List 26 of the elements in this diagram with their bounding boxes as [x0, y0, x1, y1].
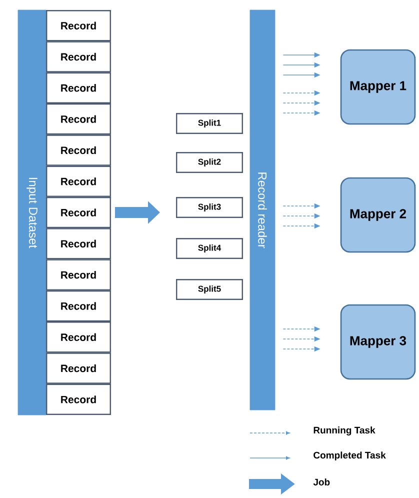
record-box: Record: [46, 196, 111, 228]
mapper-box: Mapper 3: [340, 304, 416, 380]
split-box: Split3: [176, 197, 243, 218]
vertical-bar: Record reader: [250, 10, 276, 410]
split-box: Split1: [176, 113, 243, 134]
record-box: Record: [46, 41, 111, 72]
vertical-bar: Input Dataset: [18, 10, 46, 416]
legend-label: Job: [313, 478, 330, 486]
record-box: Record: [46, 322, 111, 353]
record-box: Record: [46, 103, 111, 135]
record-box: Record: [46, 259, 111, 290]
legend-label: Completed Task: [314, 452, 386, 460]
record-box: Record: [46, 228, 111, 260]
record-box: Record: [46, 352, 111, 384]
mapper-box: Mapper 1: [340, 49, 416, 125]
record-box: Record: [46, 10, 111, 42]
split-box: Split2: [176, 152, 243, 173]
record-box: Record: [46, 384, 111, 415]
record-box: Record: [46, 134, 111, 166]
mapper-box: Mapper 2: [340, 177, 416, 253]
legend-label: Running Task: [314, 426, 376, 436]
record-box: Record: [46, 166, 111, 197]
split-box: Split5: [176, 279, 243, 300]
split-box: Split4: [176, 238, 243, 259]
record-box: Record: [46, 290, 111, 322]
record-box: Record: [46, 72, 111, 104]
